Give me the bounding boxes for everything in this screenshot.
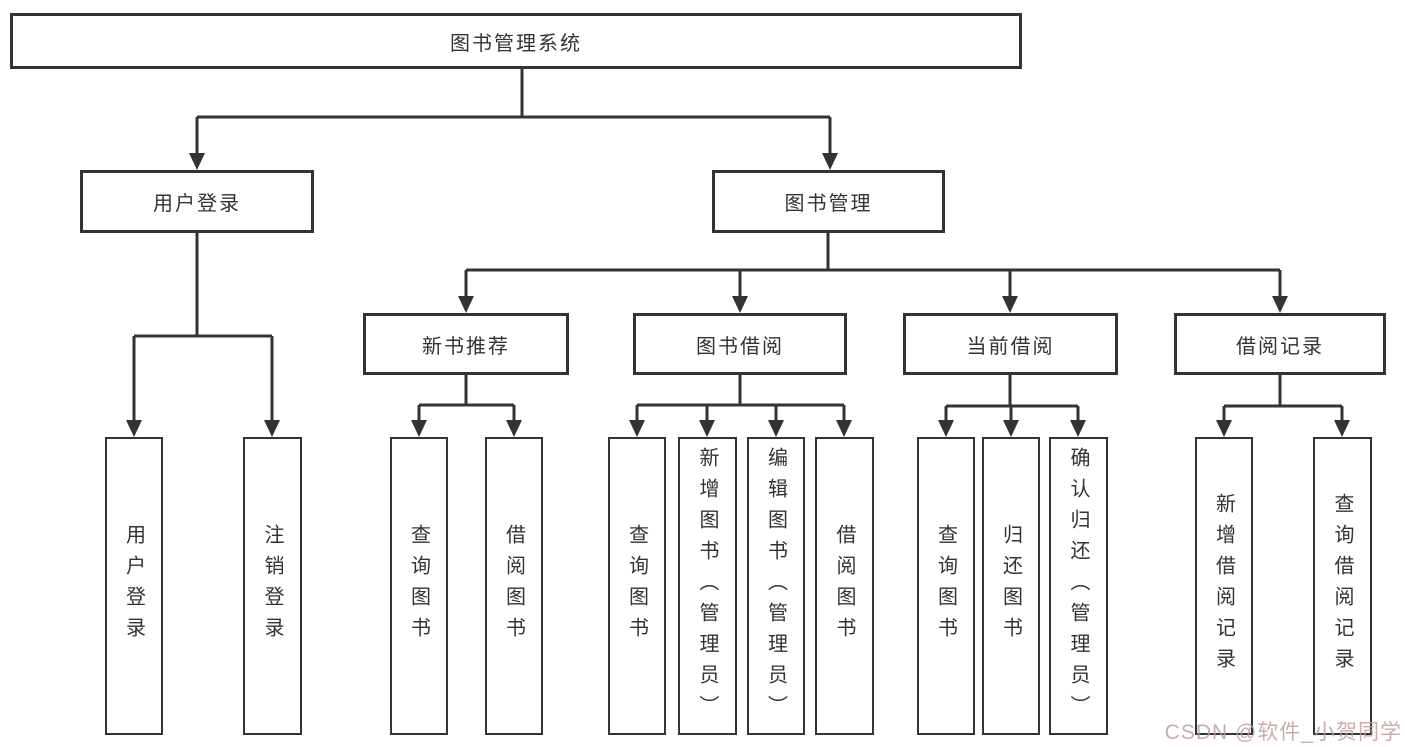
leaf-user-login: 用户登录 [105,437,163,735]
node-new-book-recommend: 新书推荐 [363,313,569,375]
node-user-login: 用户登录 [80,170,314,233]
leaf-borrow-add-books-admin: 新增图书（管理员） [678,437,737,735]
node-book-management: 图书管理 [712,170,945,233]
leaf-recommend-query-books: 查询图书 [390,437,448,735]
node-library-system: 图书管理系统 [10,13,1022,69]
node-borrow-records: 借阅记录 [1174,313,1386,375]
leaf-borrow-borrow-books: 借阅图书 [815,437,874,735]
leaf-recommend-borrow-books: 借阅图书 [485,437,543,735]
leaf-current-query-books: 查询图书 [917,437,975,735]
node-book-borrow: 图书借阅 [633,313,847,375]
leaf-records-query-record: 查询借阅记录 [1313,437,1372,735]
leaf-current-confirm-return-admin: 确认归还（管理员） [1049,437,1108,735]
leaf-current-return-books: 归还图书 [982,437,1040,735]
leaf-logout: 注销登录 [243,437,302,735]
leaf-borrow-edit-books-admin: 编辑图书（管理员） [747,437,805,735]
leaf-borrow-query-books: 查询图书 [608,437,666,735]
node-current-borrow: 当前借阅 [903,313,1118,375]
csdn-watermark: CSDN @软件_小贺同学 [1164,721,1402,744]
leaf-records-add-record: 新增借阅记录 [1195,437,1253,735]
